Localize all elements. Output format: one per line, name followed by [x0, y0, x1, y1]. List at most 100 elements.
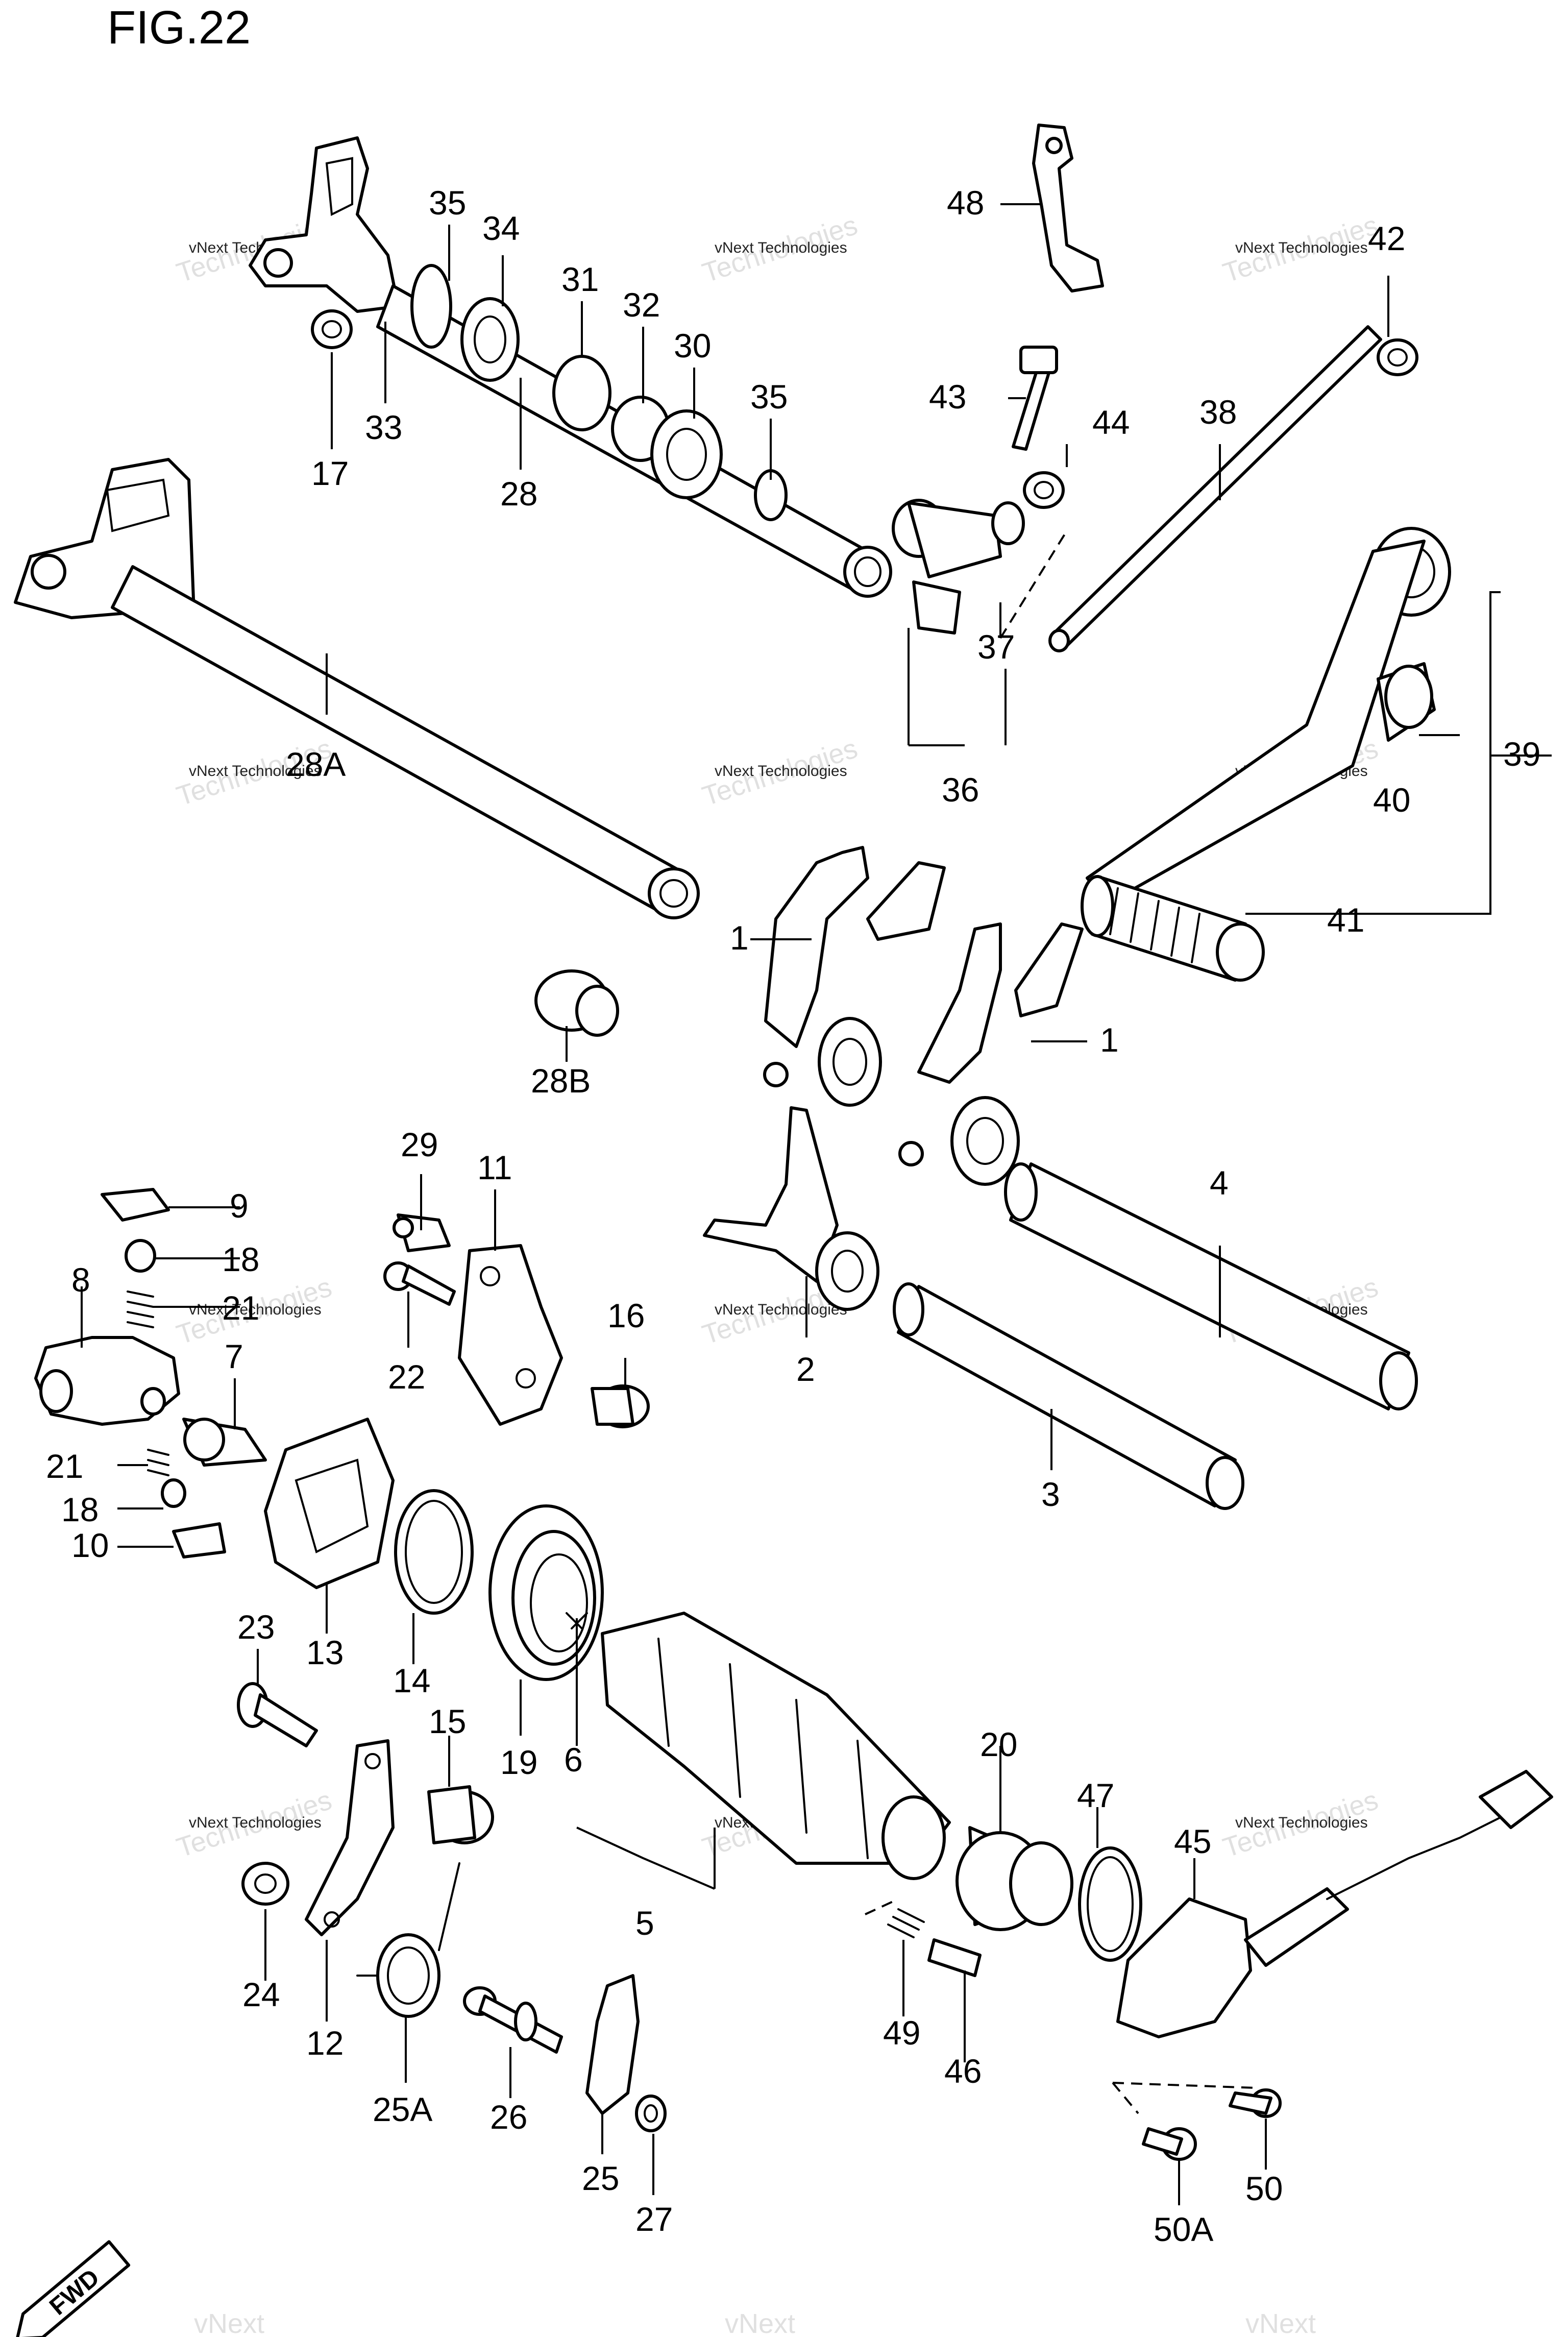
part-21-spring-bottom	[147, 1449, 169, 1476]
alignment-lines	[865, 530, 1256, 2114]
part-21-spring-top	[127, 1291, 154, 1328]
part-20-bearing	[955, 1826, 1073, 1931]
leader-lines	[81, 203, 1552, 2205]
part-37-joint	[892, 499, 1025, 635]
part-41-rubber	[1081, 875, 1265, 982]
callout-21-bottom: 21	[46, 1447, 83, 1485]
callout-7: 7	[225, 1337, 243, 1375]
svg-text:vNext Technologies: vNext Technologies	[1235, 239, 1368, 256]
shift-shaft-upper	[249, 136, 892, 598]
callout-25A: 25A	[373, 2090, 432, 2128]
svg-text:vNext Technologies: vNext Technologies	[189, 1301, 322, 1318]
part-17-nut	[311, 309, 353, 349]
callout-4: 4	[1210, 1164, 1229, 1202]
part-10-cap	[172, 1522, 226, 1559]
watermark-2: Technologies vNext Technologies	[699, 210, 861, 288]
part-1-fork-left	[763, 846, 946, 1107]
callout-34: 34	[482, 209, 520, 247]
callout-32: 32	[623, 286, 660, 324]
callout-35: 35	[429, 184, 466, 222]
callout-30: 30	[674, 327, 711, 364]
part-48-bracket	[1032, 124, 1104, 293]
callout-36: 36	[942, 771, 979, 809]
callout-22: 22	[388, 1358, 425, 1396]
callout-20: 20	[980, 1725, 1017, 1763]
svg-text:vNext Technologies: vNext Technologies	[715, 763, 847, 780]
callout-47: 47	[1077, 1776, 1114, 1814]
part-42-nut	[1377, 338, 1418, 376]
part-45-sensor	[1116, 1770, 1553, 2038]
callout-16: 16	[607, 1297, 645, 1334]
part-5-drum	[601, 1612, 951, 1880]
part-6-drum-pin	[566, 1612, 588, 1629]
part-28A-shaft	[14, 458, 700, 919]
svg-text:vNext: vNext	[194, 2308, 264, 2337]
part-50A-bolt	[1142, 2127, 1197, 2161]
part-47-oring	[1078, 1846, 1142, 1962]
part-26-pin	[463, 1986, 563, 2054]
part-46-pin	[927, 1938, 982, 1977]
part-38-rod	[1048, 325, 1382, 652]
callout-28B: 28B	[531, 1062, 591, 1100]
callout-28A: 28A	[286, 745, 346, 783]
callout-31: 31	[561, 260, 599, 298]
callout-23: 23	[237, 1608, 275, 1646]
callout-50: 50	[1245, 2170, 1283, 2207]
callout-27: 27	[635, 2200, 673, 2238]
watermark-12: Technologies vNext Technologies	[1219, 1785, 1382, 1863]
callout-9: 9	[230, 1187, 249, 1225]
part-29-bolt	[393, 1213, 451, 1252]
svg-text:vNext Technologies: vNext Technologies	[1235, 1814, 1368, 1831]
part-13-cam	[264, 1418, 395, 1589]
callout-26: 26	[490, 2098, 527, 2136]
part-23-screw	[237, 1682, 318, 1747]
part-25A-spring	[356, 1862, 460, 2018]
part-22-bolt	[383, 1261, 456, 1306]
callout-8: 8	[71, 1261, 90, 1299]
callout-1-right: 1	[1100, 1021, 1119, 1059]
part-11-plate	[458, 1244, 563, 1426]
callout-labels: 35 34 31 32 30 35 33 17 28 48 42 43 44 3…	[46, 184, 1540, 2248]
callout-37: 37	[977, 628, 1015, 666]
part-44-nut	[1023, 471, 1065, 509]
callout-6: 6	[564, 1741, 583, 1779]
fwd-badge: FWD	[15, 2240, 131, 2337]
callout-1-left: 1	[730, 919, 749, 957]
part-8-stopper	[34, 1336, 180, 1426]
callout-43: 43	[929, 378, 966, 416]
callout-44: 44	[1092, 403, 1130, 441]
svg-text:vNext Technologies: vNext Technologies	[189, 763, 322, 780]
part-50-screw	[1229, 2088, 1282, 2118]
part-27-washer	[635, 2095, 667, 2132]
callout-10: 10	[71, 1526, 109, 1564]
callout-2: 2	[796, 1350, 815, 1388]
part-14-ring	[394, 1489, 474, 1615]
callout-14: 14	[393, 1662, 430, 1699]
callout-39: 39	[1503, 735, 1540, 773]
callout-50A: 50A	[1154, 2210, 1213, 2248]
watermark-10: Technologies vNext Technologies	[173, 1785, 335, 1863]
callout-29: 29	[401, 1126, 438, 1163]
callout-28: 28	[500, 475, 537, 513]
callout-17: 17	[311, 454, 349, 492]
watermark-3: Technologies vNext Technologies	[1219, 210, 1382, 288]
callout-33: 33	[365, 408, 402, 446]
callout-18-top: 18	[222, 1240, 259, 1278]
svg-text:vNext Technologies: vNext Technologies	[189, 1814, 322, 1831]
part-43-bolt	[1012, 346, 1058, 451]
callout-48: 48	[947, 184, 984, 222]
watermark-13: vNext vNext vNext	[194, 2308, 1316, 2337]
callout-21-top: 21	[222, 1289, 259, 1327]
callout-5: 5	[635, 1904, 654, 1942]
callout-11: 11	[477, 1149, 512, 1186]
part-28B-bushing	[534, 969, 619, 1037]
callout-24: 24	[242, 1976, 280, 2013]
callout-35b: 35	[750, 378, 788, 416]
callout-49: 49	[883, 2014, 920, 2052]
callout-41: 41	[1327, 901, 1364, 939]
part-49-spring	[887, 1908, 925, 1938]
part-16-bushing	[591, 1384, 650, 1428]
svg-text:vNext Technologies: vNext Technologies	[715, 239, 847, 256]
callout-38: 38	[1199, 393, 1237, 431]
